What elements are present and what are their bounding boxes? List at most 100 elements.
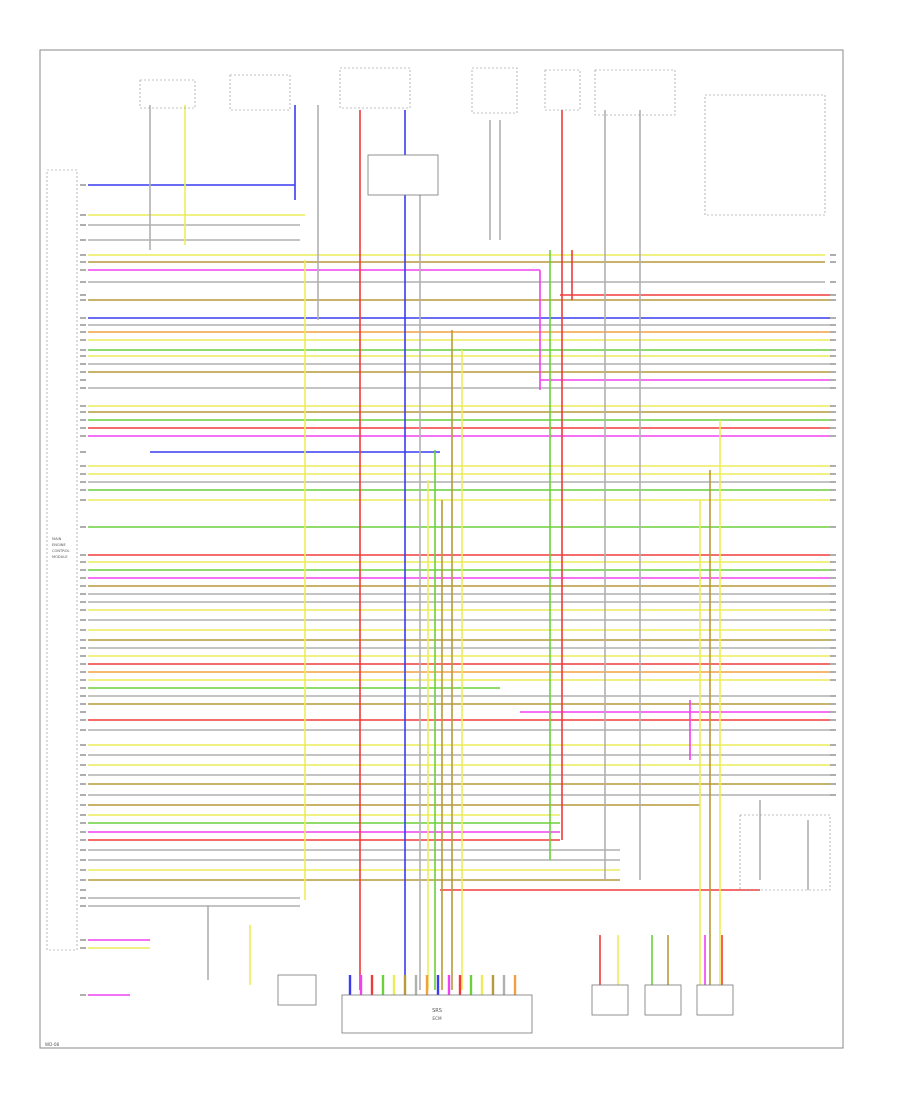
- left-pin-69: [80, 879, 86, 881]
- right-pin-55: [830, 744, 836, 746]
- left-pin-61: [80, 804, 86, 806]
- right-pin-13: [830, 331, 836, 333]
- left-pin-59: [80, 783, 86, 785]
- right-pin-20: [830, 387, 836, 389]
- right-pin-23: [830, 419, 836, 421]
- right-pin-22: [830, 411, 836, 413]
- side-label-2: ENGINE: [52, 543, 66, 547]
- ecm-module: SRS ECM: [341, 994, 533, 1034]
- left-pin-41: [80, 619, 86, 621]
- right-pin-10: [830, 299, 836, 301]
- left-pin-6: [80, 261, 86, 263]
- left-pin-73: [80, 939, 86, 941]
- left-pin-70: [80, 889, 86, 891]
- left-pin-38: [80, 593, 86, 595]
- left-pin-15: [80, 349, 86, 351]
- right-pin-40: [830, 609, 836, 611]
- left-pin-32: [80, 526, 86, 528]
- right-pin-46: [830, 663, 836, 665]
- right-pin-59: [830, 783, 836, 785]
- left-pin-47: [80, 671, 86, 673]
- left-pin-20: [80, 387, 86, 389]
- left-pin-8: [80, 281, 86, 283]
- left-connector-pins: [80, 184, 86, 996]
- left-pin-27: [80, 465, 86, 467]
- right-connector-pins: [830, 254, 836, 796]
- right-pin-9: [830, 294, 836, 296]
- left-pin-13: [80, 331, 86, 333]
- left-pin-1: [80, 184, 86, 186]
- right-pin-58: [830, 774, 836, 776]
- left-pin-24: [80, 427, 86, 429]
- side-label-1: MAIN: [52, 537, 62, 541]
- left-pin-33: [80, 554, 86, 556]
- left-pin-49: [80, 687, 86, 689]
- right-pin-37: [830, 585, 836, 587]
- left-pin-12: [80, 324, 86, 326]
- right-pin-5: [830, 254, 836, 256]
- right-pin-53: [830, 719, 836, 721]
- right-pin-47: [830, 671, 836, 673]
- left-pin-75: [80, 994, 86, 996]
- vertical-wire-group: [149, 105, 809, 995]
- left-side-module: [46, 169, 78, 951]
- top-component-4: [471, 67, 518, 114]
- right-pin-21: [830, 405, 836, 407]
- left-pin-37: [80, 585, 86, 587]
- left-pin-18: [80, 371, 86, 373]
- left-pin-58: [80, 774, 86, 776]
- left-pin-44: [80, 647, 86, 649]
- right-pin-60: [830, 794, 836, 796]
- right-pin-34: [830, 561, 836, 563]
- right-pin-33: [830, 554, 836, 556]
- ecm-label: SRS: [432, 1008, 442, 1014]
- left-pin-19: [80, 379, 86, 381]
- left-pin-28: [80, 473, 86, 475]
- left-pin-50: [80, 695, 86, 697]
- right-pin-48: [830, 679, 836, 681]
- left-pin-54: [80, 729, 86, 731]
- left-pin-64: [80, 831, 86, 833]
- right-pin-51: [830, 703, 836, 705]
- top-component-6: [594, 69, 676, 116]
- side-label-4: MODULE: [52, 555, 68, 559]
- top-right-switch: [704, 94, 826, 216]
- left-pin-65: [80, 839, 86, 841]
- left-pin-23: [80, 419, 86, 421]
- right-pin-6: [830, 261, 836, 263]
- top-component-1: [139, 79, 196, 109]
- left-pin-22: [80, 411, 86, 413]
- bottom-sensor-4: [696, 984, 734, 1016]
- right-pin-35: [830, 569, 836, 571]
- right-pin-31: [830, 499, 836, 501]
- right-pin-41: [830, 619, 836, 621]
- right-pin-50: [830, 695, 836, 697]
- right-pin-8: [830, 281, 836, 283]
- right-pin-30: [830, 489, 836, 491]
- top-component-2: [229, 74, 291, 111]
- left-pin-52: [80, 711, 86, 713]
- left-pin-21: [80, 405, 86, 407]
- left-pin-60: [80, 794, 86, 796]
- right-pin-17: [830, 363, 836, 365]
- left-pin-68: [80, 869, 86, 871]
- horizontal-wire-group: [88, 184, 830, 996]
- left-pin-2: [80, 214, 86, 216]
- left-pin-29: [80, 481, 86, 483]
- right-pin-52: [830, 711, 836, 713]
- top-component-3: [339, 67, 411, 109]
- left-pin-66: [80, 849, 86, 851]
- right-pin-12: [830, 324, 836, 326]
- left-pin-5: [80, 254, 86, 256]
- diagram-frame: [39, 49, 844, 1049]
- left-pin-26: [80, 451, 86, 453]
- left-pin-43: [80, 639, 86, 641]
- right-pin-16: [830, 355, 836, 357]
- right-pin-25: [830, 435, 836, 437]
- right-pin-54: [830, 729, 836, 731]
- left-pin-42: [80, 629, 86, 631]
- left-pin-34: [80, 561, 86, 563]
- left-pin-14: [80, 339, 86, 341]
- left-pin-46: [80, 663, 86, 665]
